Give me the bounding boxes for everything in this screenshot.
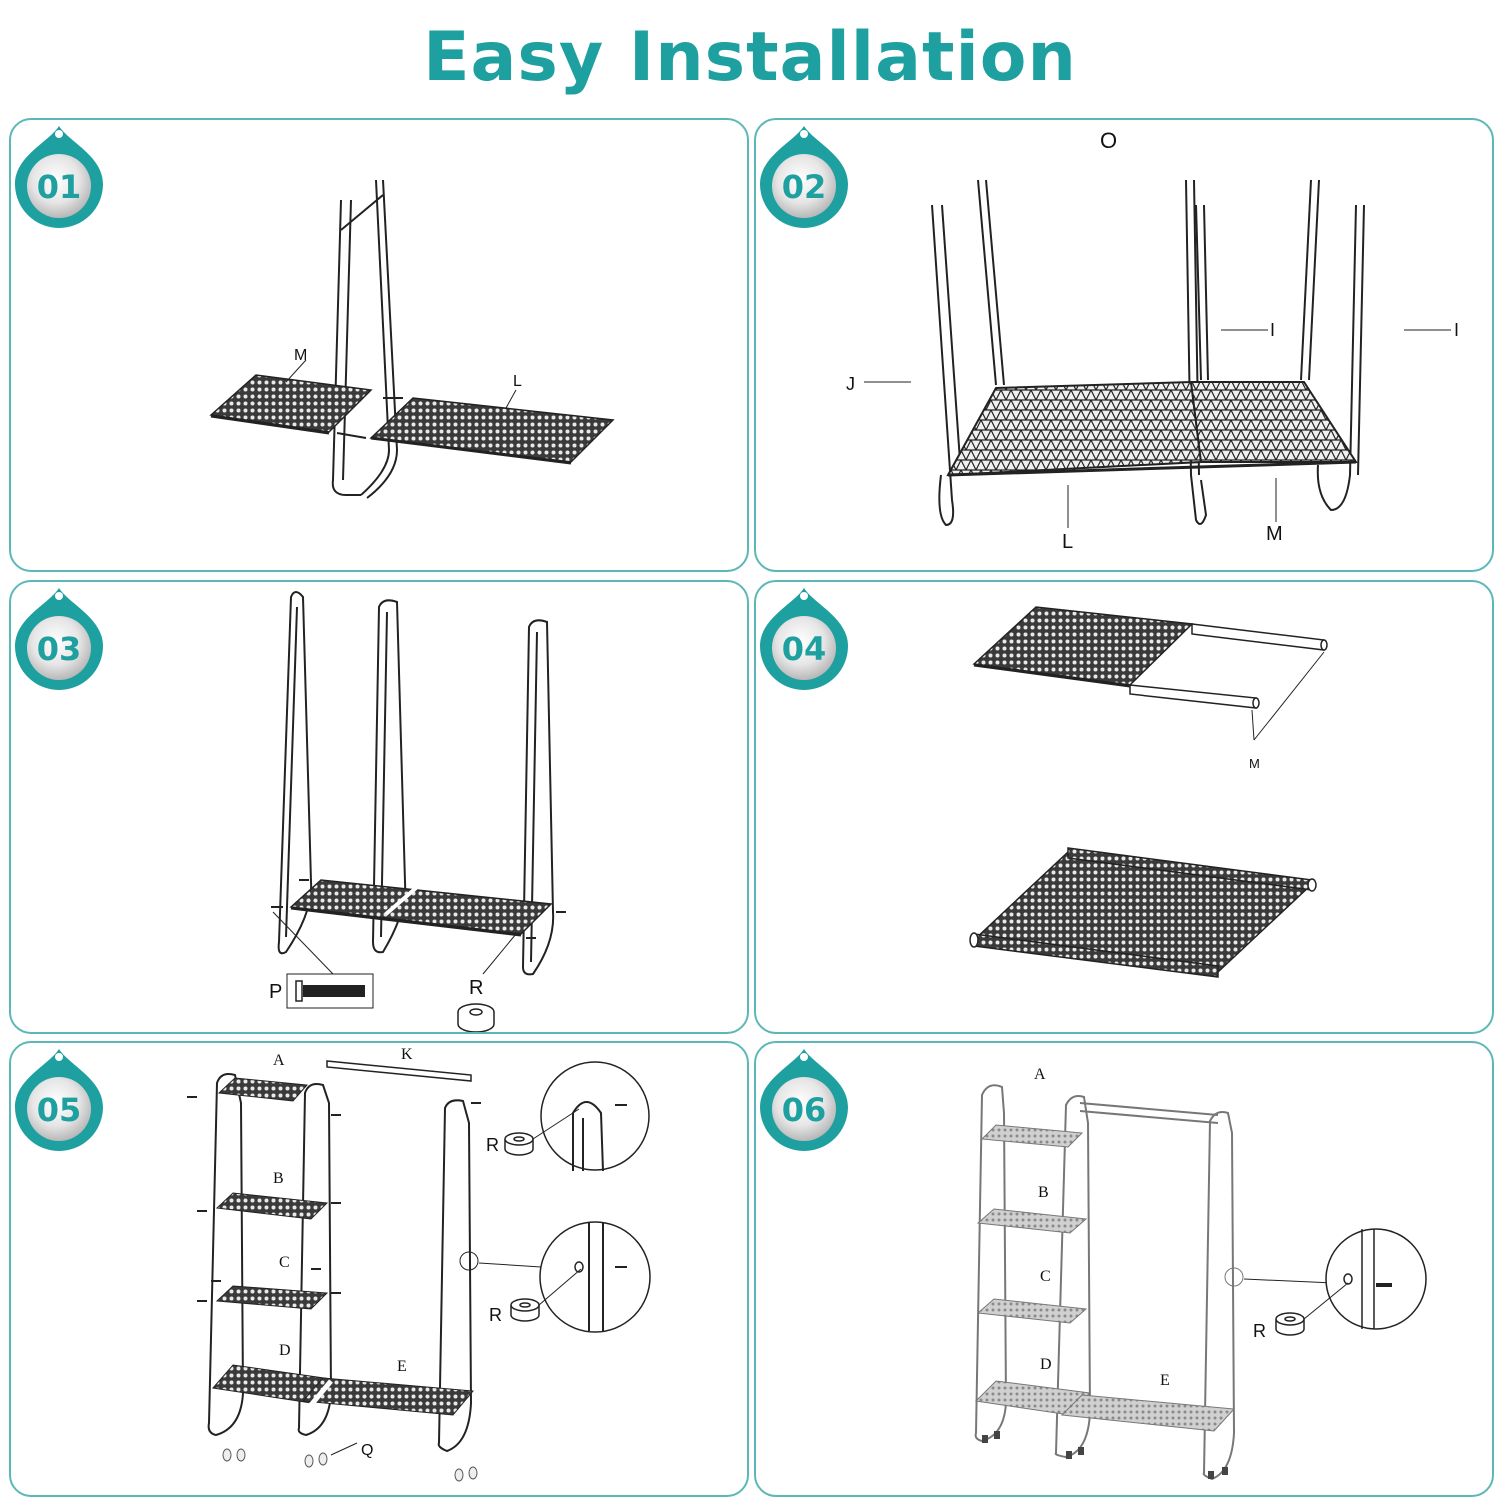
step-badge: 06 <box>760 1049 848 1151</box>
label-e: E <box>397 1358 407 1375</box>
step-number: 04 <box>782 630 827 668</box>
label-m: M <box>294 347 307 364</box>
step-badge: 02 <box>760 126 848 228</box>
label-a: A <box>1034 1066 1046 1083</box>
label-r: R <box>486 1135 499 1155</box>
step-number: 03 <box>37 630 82 668</box>
step-badge: 04 <box>760 588 848 690</box>
step-badge: 03 <box>15 588 103 690</box>
label-m: M <box>1266 523 1283 545</box>
label-m: M <box>1249 756 1260 771</box>
step-06-diagram: A B C D E R <box>974 1066 1427 1481</box>
label-r: R <box>1253 1321 1266 1341</box>
step-04-diagram: M <box>969 606 1328 978</box>
step-01-diagram: M L <box>209 179 615 499</box>
step-01-panel: 01 M L <box>9 118 749 572</box>
step-03-diagram: P R <box>269 591 566 1032</box>
label-b: B <box>273 1170 284 1187</box>
label-r: R <box>489 1305 502 1325</box>
label-i: I <box>1454 320 1459 340</box>
step-badge: 01 <box>15 126 103 228</box>
label-l: L <box>513 373 522 390</box>
label-e: E <box>1160 1372 1170 1389</box>
label-c: C <box>279 1254 290 1271</box>
label-k: K <box>401 1046 413 1063</box>
label-q: Q <box>361 1442 373 1459</box>
label-b: B <box>1038 1184 1049 1201</box>
step-number: 05 <box>37 1091 82 1129</box>
label-d: D <box>279 1342 291 1359</box>
step-03-panel: 03 P R <box>9 580 749 1034</box>
step-02-diagram: O I I J L M <box>846 128 1459 553</box>
step-04-panel: 04 M <box>754 580 1494 1034</box>
label-l: L <box>1062 531 1073 553</box>
label-d: D <box>1040 1356 1052 1373</box>
step-02-panel: 02 O I I J L M <box>754 118 1494 572</box>
step-number: 02 <box>782 168 827 206</box>
step-05-panel: 05 <box>9 1041 749 1497</box>
page-title: Easy Installation <box>423 18 1077 97</box>
label-j: J <box>846 374 855 394</box>
label-o: O <box>1100 128 1117 153</box>
step-05-diagram: A K B C D E R R Q <box>187 1046 651 1482</box>
label-r: R <box>469 977 483 999</box>
label-i: I <box>1270 320 1275 340</box>
step-number: 01 <box>37 168 82 206</box>
step-06-panel: 06 <box>754 1041 1494 1497</box>
label-c: C <box>1040 1268 1051 1285</box>
label-a: A <box>273 1052 285 1069</box>
step-number: 06 <box>782 1091 827 1129</box>
step-badge: 05 <box>15 1049 103 1151</box>
label-p: P <box>269 981 282 1003</box>
